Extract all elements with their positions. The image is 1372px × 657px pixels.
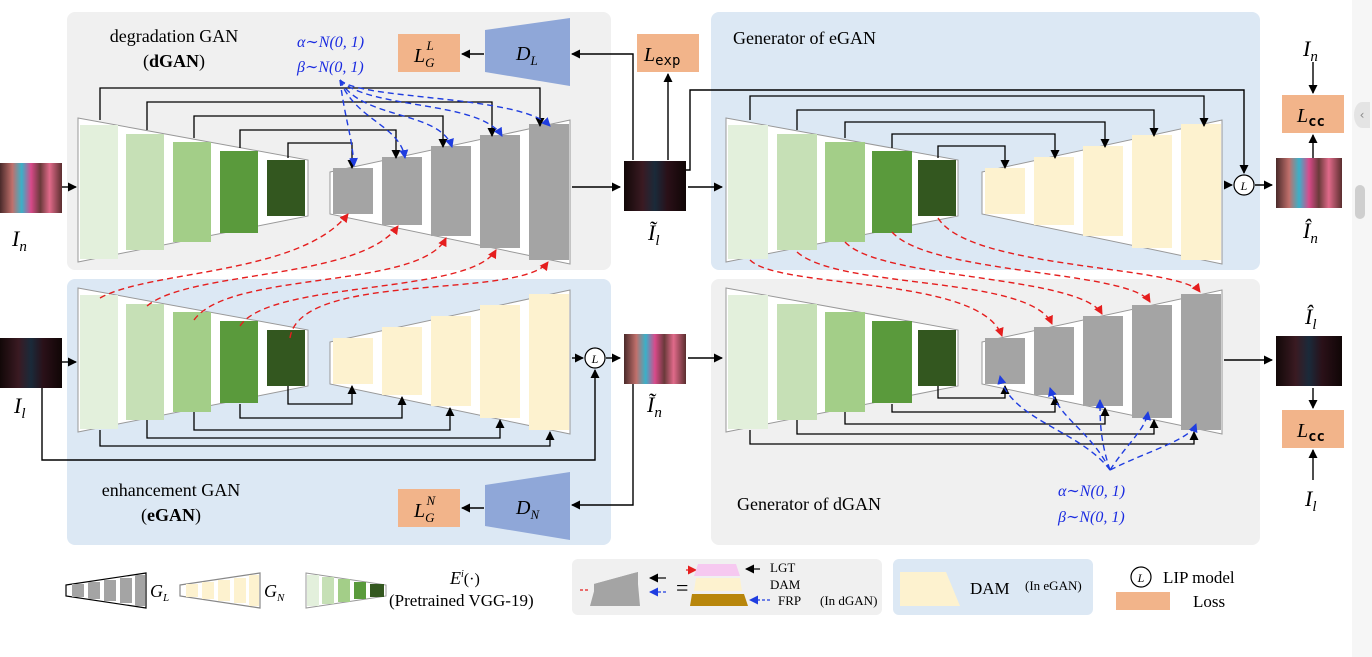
discriminator-dl-label: DL <box>515 43 538 68</box>
legend-gn: GN <box>264 581 285 604</box>
legend-lip-circle <box>1130 566 1152 588</box>
image-In-input <box>0 163 62 213</box>
image-Il-input <box>0 338 62 388</box>
loss-box-lexp <box>637 34 699 72</box>
loss-lcc-bottom-label: Lcc <box>1296 420 1325 445</box>
loss-lexp-label: Lexp <box>643 44 680 69</box>
label-Il-bottom-right: Il <box>1304 486 1317 515</box>
egan-decoder <box>329 289 571 435</box>
dgan-decoder <box>329 119 571 265</box>
dgan-encoder <box>77 117 309 263</box>
scrollbar-track[interactable] <box>1352 0 1372 657</box>
lip-symbol-egan: L <box>591 352 599 366</box>
image-Il-tilde <box>624 161 686 211</box>
legend-lip-model: LIP model <box>1163 568 1235 587</box>
legend-encoder-symbol: Ei(·) <box>449 568 480 588</box>
loss-box-lgl <box>398 34 460 72</box>
label-Il-tilde: Ĩl <box>647 220 660 249</box>
dgan-title: degradation GAN <box>110 26 238 46</box>
label-In-tilde: Ĩn <box>646 392 662 421</box>
legend-lgt: LGT <box>770 560 795 575</box>
loss-box-lcc-bottom <box>1282 410 1344 448</box>
legend-in-egan: (In eGAN) <box>1025 578 1082 593</box>
image-Il-hat <box>1276 336 1342 386</box>
legend-dam-small: DAM <box>770 577 801 592</box>
dgan-abbr: (dGAN) <box>143 51 205 72</box>
chevron-left-icon[interactable]: ‹ <box>1354 102 1370 128</box>
egan-title: enhancement GAN <box>102 480 240 500</box>
discriminator-dl <box>485 18 570 86</box>
legend-in-dgan: (In dGAN) <box>820 593 877 608</box>
image-In-tilde <box>624 334 686 384</box>
label-In-hat: În <box>1302 218 1318 247</box>
image-In-hat <box>1276 158 1342 208</box>
noise-alpha-bottom: α∼N(0, 1) <box>1058 483 1125 500</box>
generator-dgan-title: Generator of dGAN <box>737 494 881 514</box>
legend-loss-swatch <box>1116 592 1170 610</box>
loss-lcc-top-label: Lcc <box>1296 105 1325 130</box>
label-In-input: In <box>11 226 27 255</box>
lip-circle-egan <box>584 347 606 369</box>
discriminator-dn <box>485 472 570 540</box>
legend: GL GN Ei(·) (Pretrained VGG-19) = LGT <box>65 559 1235 615</box>
lip-circle-gen-egan <box>1233 174 1255 196</box>
gen-egan-decoder <box>981 119 1223 265</box>
label-Il-hat: Îl <box>1304 304 1317 333</box>
noise-beta-top: β∼N(0, 1) <box>296 59 364 76</box>
generator-egan-title: Generator of eGAN <box>733 28 876 48</box>
legend-lip-symbol: L <box>1137 571 1145 585</box>
gen-dgan-encoder <box>725 287 959 433</box>
loss-box-lgn <box>398 489 460 527</box>
legend-dam: DAM <box>970 579 1010 598</box>
gen-egan-encoder <box>725 117 959 263</box>
main-flow-arrows <box>41 49 1318 513</box>
noise-arrows <box>339 79 1198 471</box>
legend-loss: Loss <box>1193 592 1225 611</box>
noise-beta-bottom: β∼N(0, 1) <box>1057 509 1125 526</box>
egan-abbr: (eGAN) <box>141 505 201 526</box>
legend-equals: = <box>676 575 688 600</box>
loss-box-lcc-top <box>1282 95 1344 133</box>
scrollbar-thumb[interactable] <box>1355 185 1365 219</box>
legend-encoder-desc: (Pretrained VGG-19) <box>389 591 534 610</box>
label-Il-input: Il <box>13 393 26 422</box>
feature-arrows <box>99 213 1201 339</box>
noise-alpha-top: α∼N(0, 1) <box>297 34 364 51</box>
loss-lgl-label: LGL <box>413 38 435 70</box>
legend-frp: FRP <box>778 593 801 608</box>
skip-connections <box>99 87 1209 447</box>
loss-lgn-label: LGN <box>413 493 437 525</box>
egan-encoder <box>77 287 309 433</box>
lip-symbol-gen-egan: L <box>1240 179 1248 193</box>
discriminator-dn-label: DN <box>515 497 540 522</box>
label-In-top-right: In <box>1302 36 1318 65</box>
legend-gl: GL <box>150 581 169 604</box>
